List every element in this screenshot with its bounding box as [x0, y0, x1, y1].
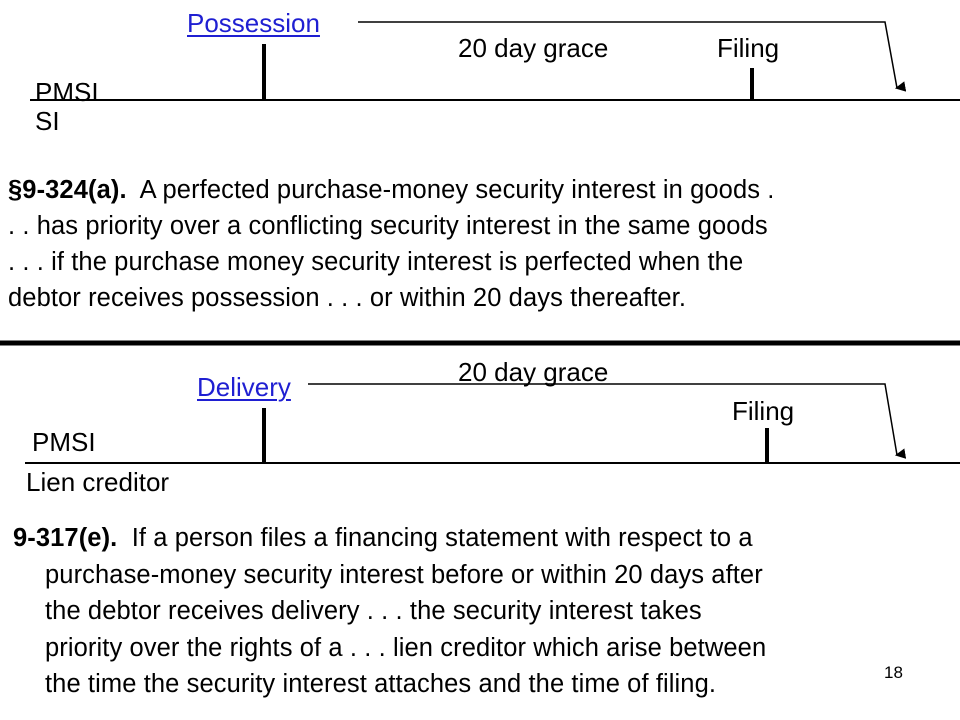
statute-9-324a-line2: . . has priority over a conflicting secu… [8, 212, 768, 240]
top-timeline [30, 21, 960, 101]
statute-9-317e-line3: the debtor receives delivery . . . the s… [45, 597, 702, 625]
bottom-grace-bracket [308, 383, 907, 459]
bottom-filing-label: Filing [732, 396, 795, 426]
bottom-timeline [25, 383, 960, 464]
statute-9-324a-line3: . . . if the purchase money security int… [8, 248, 744, 276]
statute-9-317e: 9-317(e). If a person files a financing … [13, 520, 766, 703]
statute-9-317e-line1: 9-317(e). If a person files a financing … [13, 524, 753, 552]
delivery-label: Delivery [197, 372, 291, 402]
si-label: SI [35, 106, 60, 136]
top-grace-bracket [358, 21, 907, 92]
possession-label: Possession [187, 8, 320, 38]
bottom-pmsi-label: PMSI [32, 427, 96, 457]
statute-9-324a-line4: debtor receives possession . . . or with… [8, 284, 687, 312]
statute-9-317e-cite: 9-317(e). [13, 524, 118, 552]
top-grace-label: 20 day grace [458, 33, 609, 63]
statute-9-317e-line5: the time the security interest attaches … [45, 670, 717, 698]
statute-9-317e-line4: priority over the rights of a . . . lien… [45, 633, 767, 662]
top-filing-label: Filing [717, 33, 780, 63]
page-number: 18 [884, 663, 903, 682]
statute-9-324a: §9-324(a). A perfected purchase-money se… [8, 172, 774, 316]
lien-creditor-label: Lien creditor [26, 467, 170, 497]
statute-9-324a-line1: §9-324(a). A perfected purchase-money se… [8, 176, 775, 204]
statute-9-317e-line2: purchase-money security interest before … [45, 560, 763, 589]
bottom-grace-label: 20 day grace [458, 357, 609, 387]
top-pmsi-label: PMSI [35, 77, 99, 107]
statute-9-324a-cite: §9-324(a). [8, 176, 127, 204]
